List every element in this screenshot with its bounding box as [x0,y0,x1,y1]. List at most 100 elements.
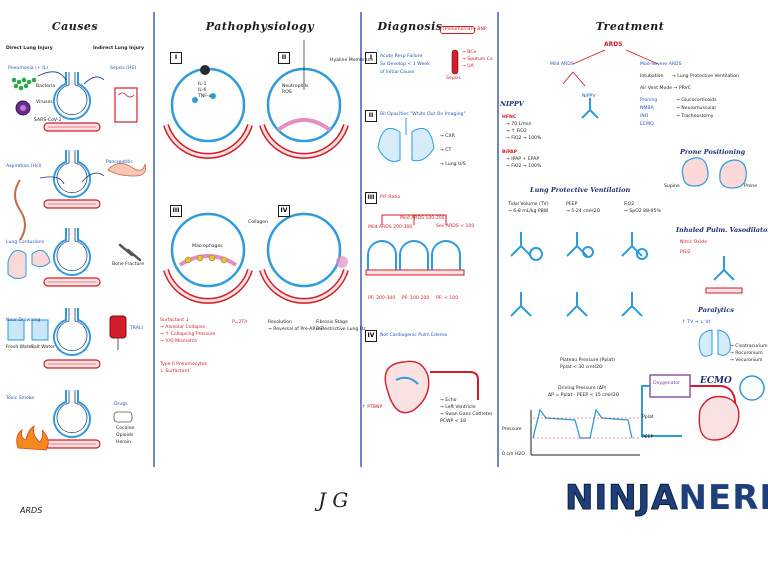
lpv-airways [510,232,648,317]
causes-title: Causes [51,20,99,33]
paralytics-heading: Paralytics [698,306,734,314]
diag-step1-line1: Acute Resp Failure [380,54,423,59]
hfnc-item-1: → 70 L/min [506,122,532,127]
lpv-peep-val: → 5-24 cmH2O [566,209,601,214]
hfnc-item-2: → ↑ FiO2 [506,129,527,134]
inhaled-pgi2: PGI2 [680,250,691,255]
patho-step-2: II [278,52,290,64]
paralytic-1: → Cisatracurium [730,344,768,349]
patho-note-6: Resolution [268,320,293,325]
treat-extra-2: → Neuromuscular [676,106,717,111]
bacteria-label: Bacteria [36,84,56,89]
vent-tree-icon [581,98,599,119]
patho-label-tnf: TNF-α [198,94,212,99]
column-divider-3 [497,12,499,467]
salt-water-label: Salt Water [31,345,55,350]
treat-ino: iNO [640,114,649,119]
cause-contusion-alveolus [43,227,101,287]
diag-ptbnp: ↑ PTBNP [362,405,383,410]
diag-alveoli-row [365,214,465,276]
treat-mod-sev: Mod-Severe ARDS [640,62,682,67]
diagnosis-title: Diagnosis [377,20,443,33]
bipap-item-2: → FiO2 → 100% [506,164,542,169]
patho-step-3: III [170,205,182,217]
drug-item-1: Cocaine [116,426,135,431]
diag-pf-2: PF: 100-200 [402,296,430,301]
diag-lv: → Left Ventricle [440,405,476,410]
zero-pressure-label: 0 cm H2O [502,452,525,457]
sepsis-label: Sepsis (HS) [110,66,137,71]
near-drowning-label: Near Drowning [6,318,41,323]
diag-cxr: → CXR [440,134,455,139]
diag-step4-title: Not Cardiogenic Pulm Edema [380,333,448,338]
patho-note-9: → Restrictive Lung Dz [316,327,366,332]
diag-sev-box: Sev ARDS < 100 [436,224,475,229]
prone-label: Prone [744,184,758,189]
patho-note-4: → V/Q Mismatch [160,339,198,344]
column-divider-1 [153,12,155,467]
footer-topic-label: ARDS [20,506,43,515]
treat-mode: Air Vent Mode → PRVC [640,86,691,91]
hfnc-item-3: → FiO2 → 100% [506,136,542,141]
nippv-heading: NIPPV [500,100,524,108]
patho-alveolus-1 [163,65,253,159]
diag-mild-box: Mild ARDS 200-300 [368,225,413,230]
diag-step2-title: Bil Opacities "White Out On Imaging" [380,112,466,117]
patho-note-11: ↓ Surfactant [160,369,190,374]
pneumonia-label: Pneumonia (+ IL) [8,66,48,71]
patho-label-il6: IL-6 [198,88,207,93]
patho-note-10: Type II Pneumocytes [160,362,208,367]
treat-lpv-arrow: → Lung Protective Ventilation [672,74,740,79]
lpv-peep: PEEP [566,202,578,207]
prone-heading: Prone Positioning [680,148,746,156]
hfnc-label: HFNC [502,115,517,120]
fresh-water-label: Fresh Water [6,345,34,350]
diag-step1-line2: Sx Develop < 1 Week [380,62,430,67]
drug-item-3: Heroin [116,440,132,445]
diag-ua: → UA [462,64,474,69]
paralytics-mode: ↑ TV → ↓ Vt [682,320,711,325]
driving-label: Driving Pressure (ΔP) [558,386,607,391]
aspiration-label: Aspiration (Hcl) [6,164,42,169]
treat-ards: ARDS [604,41,623,48]
patho-label-neutrophils: Neutrophils [282,84,309,89]
lpv-tidal: Tidal Volume (TV) [508,202,549,207]
diag-ct: → CT [440,148,452,153]
diag-sputum: → Sputum Cx [462,57,493,62]
toxic-smoke-label: Toxic Smoke [6,396,35,401]
patho-label-hyaline: Hyaline Membrane [330,58,374,63]
indirect-injury-label: Indirect Lung Injury [93,46,145,51]
patho-alveolus-3 [163,212,253,304]
driving-val: ΔP = Pplat - PEEP < 15 cmH2O [548,393,620,398]
patho-alveolus-4 [259,212,349,304]
patho-label-il1: IL-1 [198,82,207,87]
pplat-line-label: Pplat [642,415,654,420]
lpv-fio2: FiO2 [624,202,635,207]
patho-note-5: P=2T/r [232,320,248,325]
diag-echo: → Echo [440,398,457,403]
pressure-waveform [530,408,640,456]
diag-pf-3: PF: < 100 [436,296,459,301]
treat-nmba: NMBA [640,106,654,111]
diag-heart [384,360,479,414]
lpv-fio2-val: → SpO2 88-95% [624,209,661,214]
patho-label-macrophages: Macrophages [192,244,223,249]
direct-injury-label: Direct Lung Injury [6,46,53,51]
treat-intubation: Intubation [640,74,664,79]
patho-note-2: → Alveolar Collapse [160,325,206,330]
patho-step-4: IV [278,205,290,217]
diag-swan: → Swan Ganz Catheter [440,412,493,417]
treat-mild: Mild ARDS [550,62,574,67]
paralytic-3: → Vecuronium [730,358,763,363]
lung-contusion-label: Lung Contusions [6,240,45,245]
patho-note-7: → Reversal of Pre-ARDS [268,327,323,332]
patho-label-collagen: Collagen [248,220,269,225]
treat-nippv-small: NIPPV [582,94,596,99]
pancreatitis-label: Pancreatitis [106,160,133,165]
lpv-heading: Lung Protective Ventilation [530,186,631,194]
treatment-title: Treatment [595,20,665,33]
paralytic-2: → Rocuronium [730,351,763,356]
plateau-val: Pplat < 30 cmH2O [560,365,603,370]
